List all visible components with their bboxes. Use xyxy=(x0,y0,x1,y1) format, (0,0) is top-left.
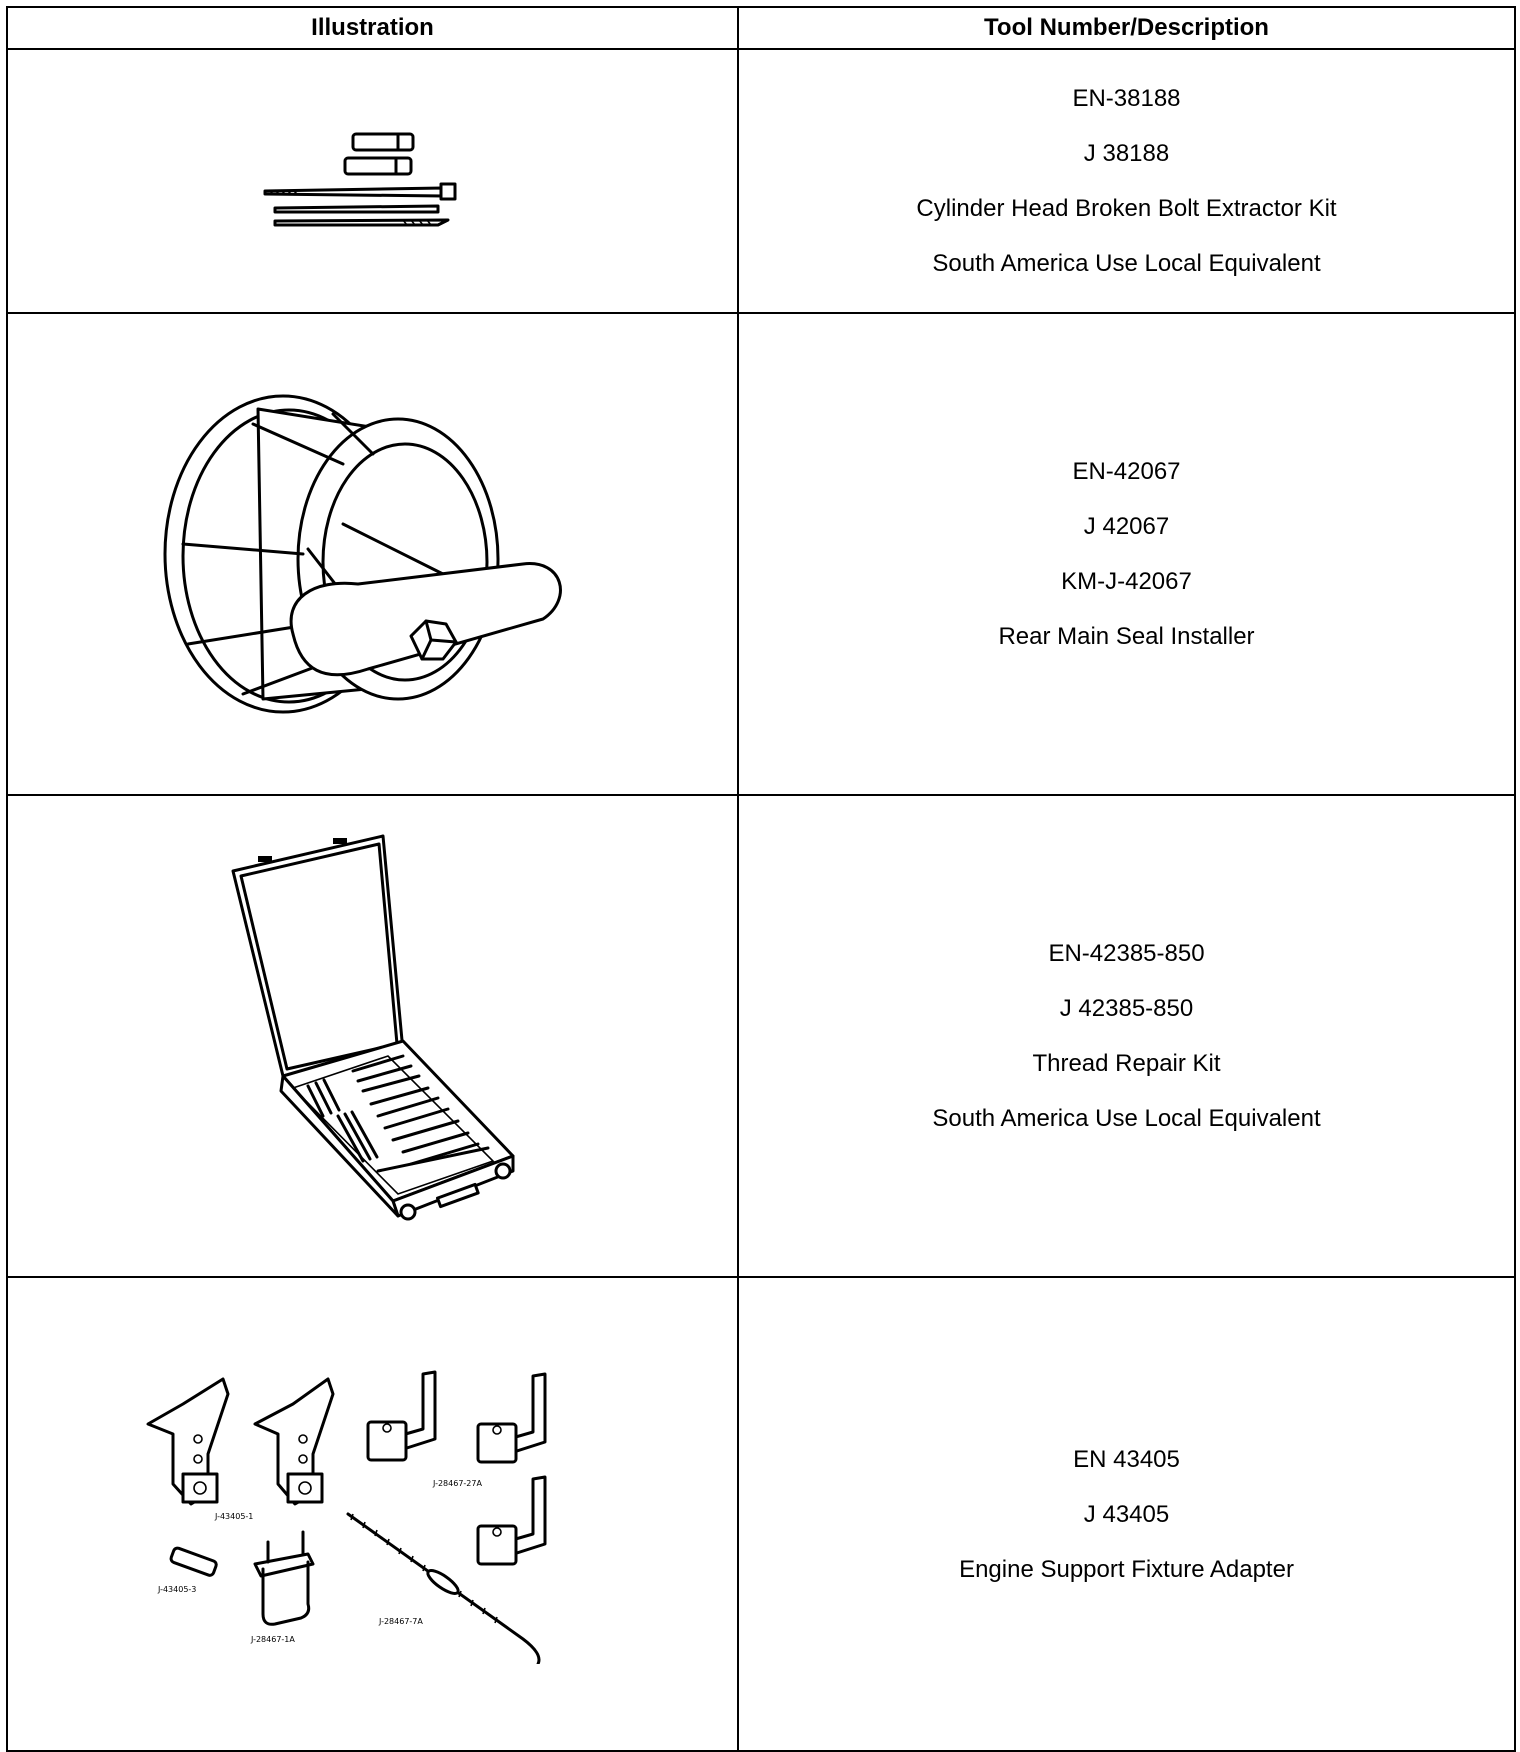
table-row: EN-42067 J 42067 KM-J-42067 Rear Main Se… xyxy=(6,312,1516,796)
header-tool-description: Tool Number/Description xyxy=(737,6,1516,50)
table-header-row: Illustration Tool Number/Description xyxy=(6,6,1516,50)
table-row: EN-42385-850 J 42385-850 Thread Repair K… xyxy=(6,794,1516,1278)
table-row: EN-38188 J 38188 Cylinder Head Broken Bo… xyxy=(6,48,1516,314)
engine-support-fixture-adapter-illustration: J-43405-1 J-28467-27A xyxy=(146,1370,546,1664)
label-j43405-1: J-43405-1 xyxy=(214,1512,253,1521)
tool-description: Cylinder Head Broken Bolt Extractor Kit xyxy=(916,195,1337,222)
illustration-cell xyxy=(6,794,739,1278)
tool-number-km: KM-J-42067 xyxy=(1061,568,1192,595)
tool-note: South America Use Local Equivalent xyxy=(932,250,1321,277)
tool-number-en: EN-42067 xyxy=(1072,458,1181,485)
tool-number-en: EN 43405 xyxy=(1073,1445,1180,1473)
rear-main-seal-installer-illustration xyxy=(163,394,562,714)
tool-description-cell: EN-42385-850 J 42385-850 Thread Repair K… xyxy=(737,794,1516,1278)
thread-repair-kit-illustration xyxy=(231,834,514,1221)
tool-number-en: EN-42385-850 xyxy=(1048,940,1205,967)
illustration-cell xyxy=(6,48,739,314)
illustration-cell xyxy=(6,312,739,796)
bolt-extractor-kit-illustration xyxy=(263,132,456,227)
tool-number-j: J 38188 xyxy=(1083,140,1170,167)
tool-number-j: J 42385-850 xyxy=(1059,995,1194,1022)
label-j28467-1a: J-28467-1A xyxy=(250,1635,295,1644)
tool-description: Engine Support Fixture Adapter xyxy=(959,1555,1294,1583)
label-j43405-3: J-43405-3 xyxy=(157,1585,196,1594)
tool-number-j: J 43405 xyxy=(1083,1500,1170,1528)
tool-description-cell: EN 43405 J 43405 Engine Support Fixture … xyxy=(737,1276,1516,1752)
tool-description: Rear Main Seal Installer xyxy=(998,623,1255,650)
tool-number-j: J 42067 xyxy=(1083,513,1170,540)
tool-note: South America Use Local Equivalent xyxy=(932,1105,1321,1132)
tool-description: Thread Repair Kit xyxy=(1032,1050,1221,1077)
label-j28467-7a: J-28467-7A xyxy=(378,1617,423,1626)
special-tools-table: Illustration Tool Number/Description xyxy=(6,6,1516,1752)
illustration-cell: J-43405-1 J-28467-27A xyxy=(6,1276,739,1752)
tool-description-cell: EN-38188 J 38188 Cylinder Head Broken Bo… xyxy=(737,48,1516,314)
label-j28467-27a: J-28467-27A xyxy=(432,1479,482,1488)
header-illustration: Illustration xyxy=(6,6,739,50)
table-row: J-43405-1 J-28467-27A xyxy=(6,1276,1516,1752)
tool-description-cell: EN-42067 J 42067 KM-J-42067 Rear Main Se… xyxy=(737,312,1516,796)
tool-number-en: EN-38188 xyxy=(1072,85,1181,112)
